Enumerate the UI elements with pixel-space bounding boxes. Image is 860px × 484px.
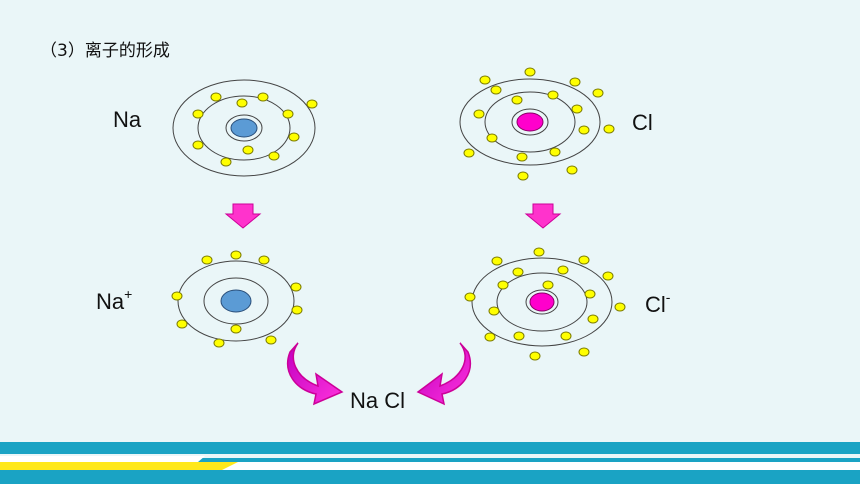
cl-to-nacl-arrow: [416, 342, 471, 406]
electron: [584, 289, 596, 299]
na-atom-diagram: [172, 79, 318, 177]
electron: [491, 256, 503, 266]
na-ion-shells: [177, 260, 295, 342]
electron: [524, 67, 536, 77]
electron: [592, 88, 604, 98]
cl-atom-diagram: [459, 67, 615, 181]
electron: [291, 305, 303, 315]
electron: [486, 133, 498, 143]
na-ion-charge: +: [124, 286, 133, 302]
electron: [549, 147, 561, 157]
na-nucleus: [230, 118, 258, 138]
cl-down-arrow: [524, 203, 562, 229]
electron: [513, 331, 525, 341]
na-electrons: [192, 92, 318, 167]
electron: [512, 267, 524, 277]
na-ion-symbol: Na: [96, 289, 125, 314]
electron: [587, 314, 599, 324]
electron: [282, 109, 294, 119]
cl-ion-label: Cl-: [645, 289, 670, 318]
electron: [578, 255, 590, 265]
electron: [257, 92, 269, 102]
electron: [511, 95, 523, 105]
electron: [571, 104, 583, 114]
cl-ion-symbol: Cl: [645, 292, 666, 317]
cl-atom-shells: [459, 78, 601, 166]
electron: [210, 92, 222, 102]
electron: [602, 271, 614, 281]
electron: [236, 98, 248, 108]
na-ion-diagram: [171, 250, 303, 348]
cl-ion-nucleus: [529, 292, 555, 312]
na-ion-nucleus: [220, 289, 252, 313]
electron: [265, 335, 277, 345]
electron: [242, 145, 254, 155]
cl-electrons: [463, 67, 615, 181]
electron: [288, 132, 300, 142]
na-to-nacl-arrow: [287, 342, 344, 406]
slide-title: （3）离子的形成: [40, 41, 170, 61]
electron: [533, 247, 545, 257]
electron: [268, 151, 280, 161]
cl-symbol: Cl: [632, 110, 653, 135]
electron: [557, 265, 569, 275]
electron: [516, 152, 528, 162]
electron: [497, 280, 509, 290]
electron: [176, 319, 188, 329]
electron: [529, 351, 541, 361]
product-label: Na Cl: [350, 388, 406, 413]
electron: [171, 291, 183, 301]
cl-nucleus: [516, 112, 544, 132]
na-down-arrow: [224, 203, 262, 229]
electron: [484, 332, 496, 342]
na-atom-shells: [172, 79, 316, 177]
electron: [258, 255, 270, 265]
na-ion-label: Na+: [96, 286, 132, 315]
cl-atom-label: Cl: [632, 110, 653, 136]
electron: [566, 165, 578, 175]
electron: [560, 331, 572, 341]
electron: [192, 109, 204, 119]
cl-ion-charge: -: [665, 289, 671, 305]
electron: [306, 99, 318, 109]
electron: [488, 306, 500, 316]
electron: [290, 282, 302, 292]
electron: [464, 292, 476, 302]
electron: [463, 148, 475, 158]
electron: [517, 171, 529, 181]
electron: [230, 250, 242, 260]
footer-stripes: [0, 442, 860, 484]
electron: [542, 280, 554, 290]
na-symbol: Na: [113, 107, 142, 132]
electron: [473, 109, 485, 119]
na-atom-label: Na: [113, 107, 141, 133]
electron: [201, 255, 213, 265]
electron: [479, 75, 491, 85]
electron: [569, 77, 581, 87]
electron: [578, 347, 590, 357]
electron: [192, 140, 204, 150]
electron: [490, 85, 502, 95]
cl-ion-diagram: [464, 247, 626, 361]
electron: [547, 90, 559, 100]
electron: [213, 338, 225, 348]
electron: [220, 157, 232, 167]
na-ion-electrons: [171, 250, 303, 348]
electron: [578, 125, 590, 135]
cl-ion-electrons: [464, 247, 626, 361]
electron: [614, 302, 626, 312]
electron: [230, 324, 242, 334]
cl-ion-shells: [471, 257, 613, 347]
electron: [603, 124, 615, 134]
